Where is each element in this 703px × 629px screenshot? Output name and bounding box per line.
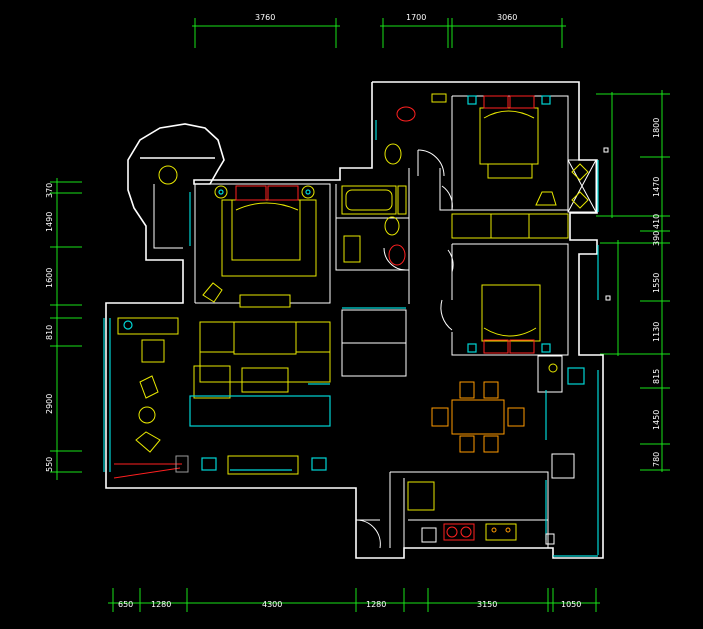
dim-top-3: 3060 <box>497 13 517 22</box>
bedroom-2-furniture <box>467 95 589 209</box>
left-dimension-chain: 370 1490 1600 810 2900 550 <box>45 178 82 480</box>
dim-right-8: 1450 <box>652 410 661 430</box>
doors <box>355 149 454 549</box>
dim-left-3: 1600 <box>45 268 54 288</box>
dim-right-7: 815 <box>652 369 661 384</box>
dim-right-4: 390 <box>652 231 661 246</box>
dim-left-5: 2900 <box>45 394 54 414</box>
dim-right-1: 1800 <box>652 118 661 138</box>
section-markers <box>603 147 611 301</box>
top-dimension-chain: 3760 1700 3060 <box>192 13 566 48</box>
exterior-walls <box>105 81 604 559</box>
dim-left-6: 550 <box>45 457 54 472</box>
dim-right-6: 1130 <box>652 322 661 342</box>
dim-left-1: 370 <box>45 183 54 198</box>
bottom-dimension-chain: 650 1280 4300 1280 3150 1050 <box>108 588 600 612</box>
bathroom-fixtures <box>341 93 447 266</box>
dim-bottom-4: 1280 <box>366 600 386 609</box>
bedroom-1-furniture <box>202 185 317 308</box>
dim-right-3: 410 <box>652 214 661 229</box>
right-dimension-chain: 1800 1470 410 390 1550 1130 815 1450 780 <box>596 90 670 472</box>
dim-right-2: 1470 <box>652 177 661 197</box>
dim-bottom-5: 3150 <box>477 600 497 609</box>
living-room-furniture <box>113 321 331 479</box>
kitchen-fixtures <box>407 481 555 545</box>
dim-bottom-6: 1050 <box>561 600 581 609</box>
dim-left-4: 810 <box>45 325 54 340</box>
dim-bottom-3: 4300 <box>262 600 282 609</box>
dim-right-5: 1550 <box>652 273 661 293</box>
dim-bottom-2: 1280 <box>151 600 171 609</box>
dim-left-2: 1490 <box>45 212 54 232</box>
dim-right-9: 780 <box>652 452 661 467</box>
dim-top-2: 1700 <box>406 13 426 22</box>
bedroom-3-furniture <box>467 284 551 354</box>
windows <box>103 120 599 557</box>
dim-top-1: 3760 <box>255 13 275 22</box>
balcony-furniture <box>117 165 189 473</box>
dim-bottom-1: 650 <box>118 600 133 609</box>
dining-furniture <box>431 363 585 453</box>
